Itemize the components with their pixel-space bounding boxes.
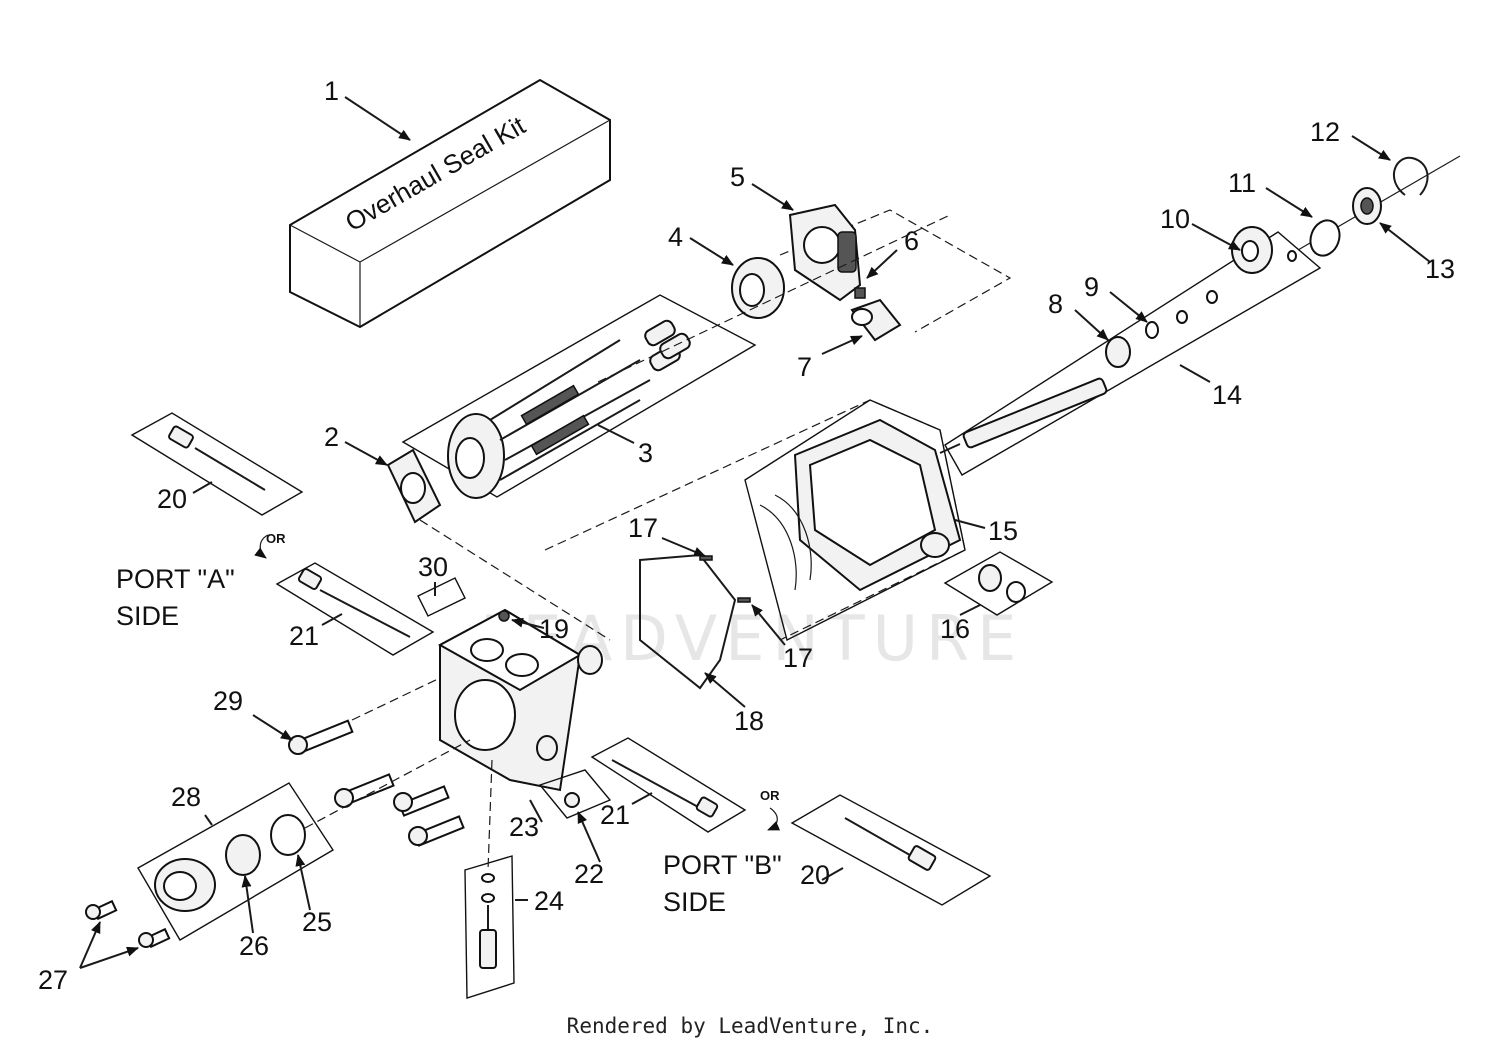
port-a-label: PORT "A" xyxy=(116,564,235,594)
callout-5: 5 xyxy=(730,162,745,192)
callout-9: 9 xyxy=(1084,272,1099,302)
bolt-part[interactable] xyxy=(334,773,465,847)
check-valve-kit-b[interactable] xyxy=(790,794,992,906)
callout-16: 16 xyxy=(940,614,970,644)
callout-3: 3 xyxy=(638,438,653,468)
callout-6: 6 xyxy=(904,226,919,256)
relief-valve-kit-a[interactable] xyxy=(275,562,435,656)
port-a-side-label: SIDE xyxy=(116,601,179,631)
shaft-seal[interactable] xyxy=(1352,187,1382,225)
key-part[interactable] xyxy=(854,287,866,299)
seal-kit-box[interactable]: Overhaul Seal Kit xyxy=(289,78,611,329)
callout-22: 22 xyxy=(574,859,604,889)
plug-kit[interactable] xyxy=(417,577,466,617)
callout-17-bottom: 17 xyxy=(783,643,813,673)
callout-1: 1 xyxy=(324,76,339,106)
callout-20-left: 20 xyxy=(157,484,187,514)
bearing-part[interactable] xyxy=(731,257,785,319)
callout-8: 8 xyxy=(1048,289,1063,319)
footer-credit: Rendered by LeadVenture, Inc. xyxy=(567,1014,934,1038)
callout-19: 19 xyxy=(539,614,569,644)
callout-10: 10 xyxy=(1160,204,1190,234)
plug-part[interactable] xyxy=(564,792,580,808)
check-valve-kit-a[interactable] xyxy=(130,412,304,516)
swashplate-part[interactable] xyxy=(788,203,862,302)
callout-12: 12 xyxy=(1310,117,1340,147)
callout-11: 11 xyxy=(1228,168,1256,198)
retaining-ring[interactable] xyxy=(1393,156,1429,196)
callout-18: 18 xyxy=(734,706,764,736)
callout-17-top: 17 xyxy=(628,513,658,543)
callout-15: 15 xyxy=(988,516,1018,546)
or-label-b: OR xyxy=(760,788,780,803)
input-shaft-kit[interactable] xyxy=(939,226,1322,476)
callout-26: 26 xyxy=(239,931,269,961)
callout-27: 27 xyxy=(38,965,68,995)
screw-part[interactable] xyxy=(85,899,171,949)
dowel-pin[interactable] xyxy=(699,555,713,561)
housing-part[interactable] xyxy=(744,399,966,642)
callout-13: 13 xyxy=(1425,254,1455,284)
o-ring-part[interactable] xyxy=(1306,216,1345,259)
callout-24: 24 xyxy=(534,886,564,916)
callout-30: 30 xyxy=(418,552,448,582)
callout-25: 25 xyxy=(302,907,332,937)
bolt-part[interactable] xyxy=(288,719,354,755)
center-section[interactable] xyxy=(437,608,603,792)
relief-valve-kit-b[interactable] xyxy=(590,737,747,833)
thrust-plate[interactable] xyxy=(386,448,442,524)
callout-20-right: 20 xyxy=(800,860,830,890)
callout-23: 23 xyxy=(509,812,539,842)
rotating-kit[interactable] xyxy=(401,294,757,499)
valve-kit-24[interactable] xyxy=(464,855,515,999)
callout-21-right: 21 xyxy=(600,800,630,830)
trunnion-part[interactable] xyxy=(850,298,902,342)
callout-28: 28 xyxy=(171,782,201,812)
bypass-kit[interactable] xyxy=(943,551,1054,616)
callout-21-left: 21 xyxy=(289,621,319,651)
callout-4: 4 xyxy=(668,222,683,252)
or-label-a: OR xyxy=(266,531,286,546)
port-b-side-label: SIDE xyxy=(663,887,726,917)
callout-14: 14 xyxy=(1212,380,1242,410)
callout-2: 2 xyxy=(324,422,339,452)
callout-29: 29 xyxy=(213,686,243,716)
callout-7: 7 xyxy=(797,352,812,382)
charge-pump-kit[interactable] xyxy=(137,782,334,941)
dowel-pin[interactable] xyxy=(737,597,751,603)
port-b-label: PORT "B" xyxy=(663,850,782,880)
